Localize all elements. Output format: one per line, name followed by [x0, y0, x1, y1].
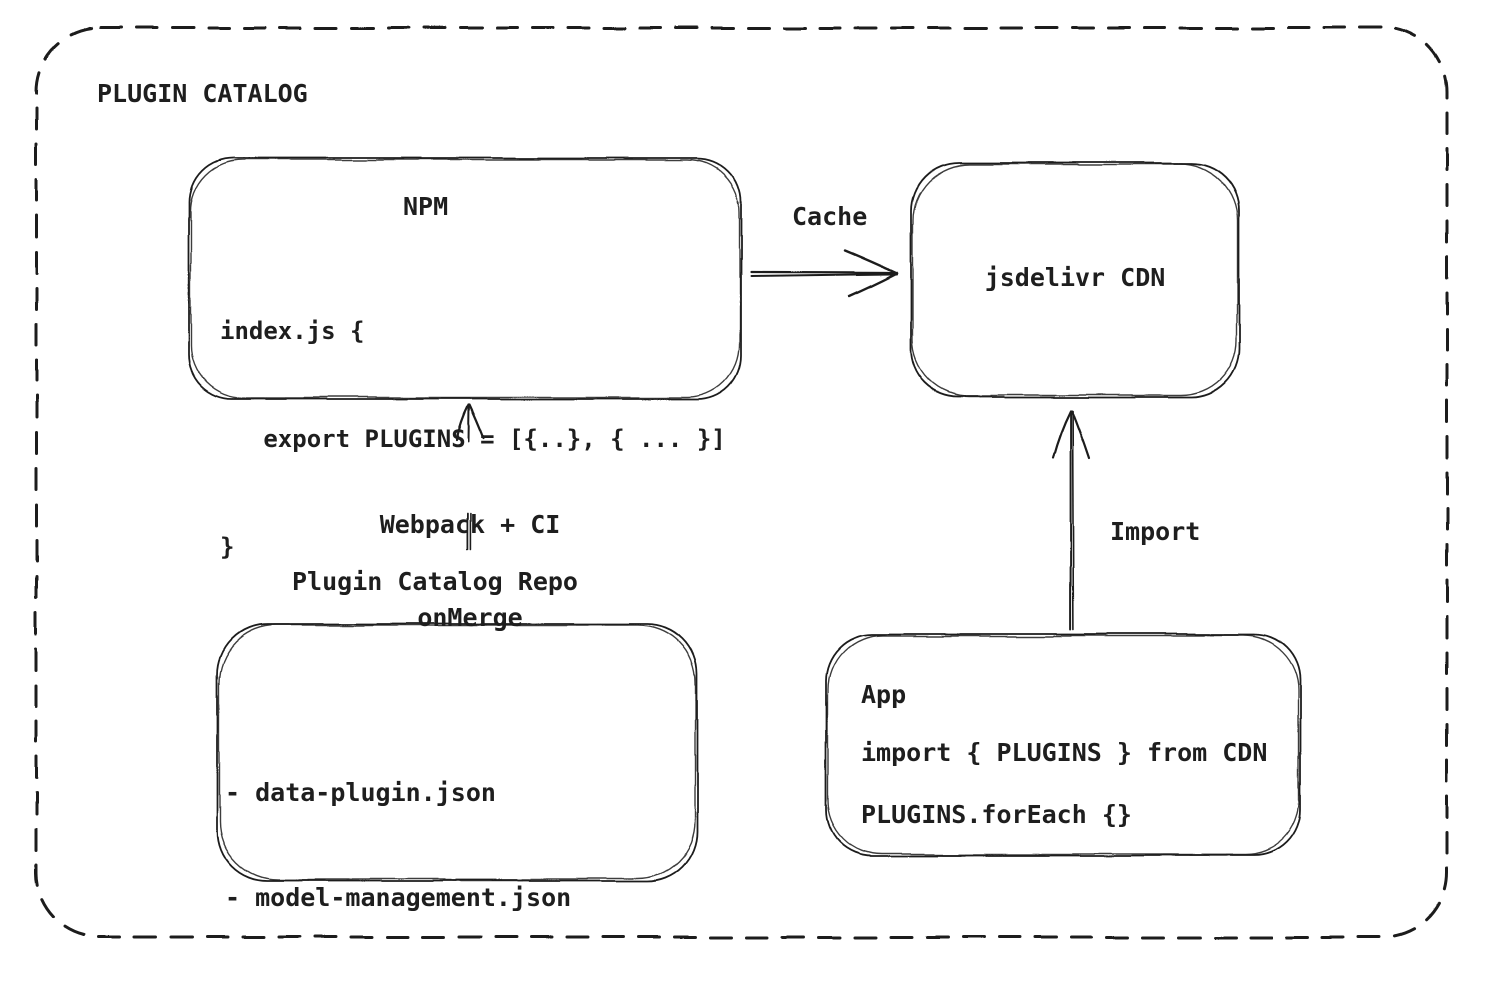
import-arrow: [1051, 408, 1091, 630]
npm-code-line-2: export PLUGINS = [{..}, { ... }]: [220, 425, 726, 453]
app-box-stroke: [825, 633, 1301, 857]
repo-box-stroke: [217, 623, 698, 882]
build-arrow-label: Webpack + CI onMerge: [330, 447, 610, 695]
repo-box: [217, 623, 698, 882]
cache-arrow-shaft: [749, 270, 899, 274]
catalog-boundary: [34, 26, 1449, 939]
npm-code-line-1: index.js {: [220, 317, 365, 345]
app-code-line-2: PLUGINS.forEach {}: [861, 800, 1132, 829]
diagram-title: PLUGIN CATALOG: [97, 79, 308, 108]
app-box: [825, 633, 1301, 857]
cache-arrow-label: Cache: [792, 202, 868, 231]
app-box-title: App: [861, 680, 907, 709]
build-arrow-label-line-1: Webpack + CI: [379, 510, 561, 539]
cache-arrow-shaft-2: [750, 273, 898, 277]
build-arrow: [455, 402, 486, 550]
npm-box-stroke: [188, 157, 742, 400]
cdn-box-label: jsdelivr CDN: [984, 263, 1166, 292]
npm-box-stroke-2: [189, 158, 741, 399]
cache-arrow-head: [843, 248, 899, 275]
import-arrow-shaft-2: [1071, 409, 1075, 630]
build-arrow-head: [455, 402, 471, 441]
cdn-box-stroke-2: [911, 163, 1239, 397]
cdn-box-stroke: [910, 162, 1240, 398]
app-box-stroke-2: [826, 634, 1300, 856]
cdn-box: [910, 162, 1240, 398]
build-arrow-shaft: [468, 403, 471, 442]
import-arrow-head: [1051, 408, 1072, 459]
import-arrow-label: Import: [1110, 517, 1201, 546]
cache-arrow-head-2: [847, 271, 899, 298]
cache-arrow: [749, 248, 899, 298]
repo-file-list: - data-plugin.json - model-management.js…: [225, 705, 571, 1002]
build-arrow-label-line-2: onMerge: [417, 603, 523, 632]
repo-file-item-1: - data-plugin.json: [225, 778, 496, 807]
import-arrow-head-2: [1070, 408, 1091, 460]
repo-file-item-3: ...: [225, 985, 571, 1002]
repo-box-stroke-2: [218, 624, 697, 881]
build-arrow-head-2: [468, 402, 486, 440]
repo-file-item-2: - model-management.json: [225, 883, 572, 912]
npm-code-block: index.js { export PLUGINS = [{..}, { ...…: [220, 241, 726, 637]
npm-box-title: NPM: [403, 192, 449, 221]
npm-box: [188, 157, 742, 400]
repo-box-title: Plugin Catalog Repo: [292, 567, 578, 596]
app-code-line-1: import { PLUGINS } from CDN: [861, 738, 1268, 767]
npm-code-line-3: }: [220, 533, 235, 561]
